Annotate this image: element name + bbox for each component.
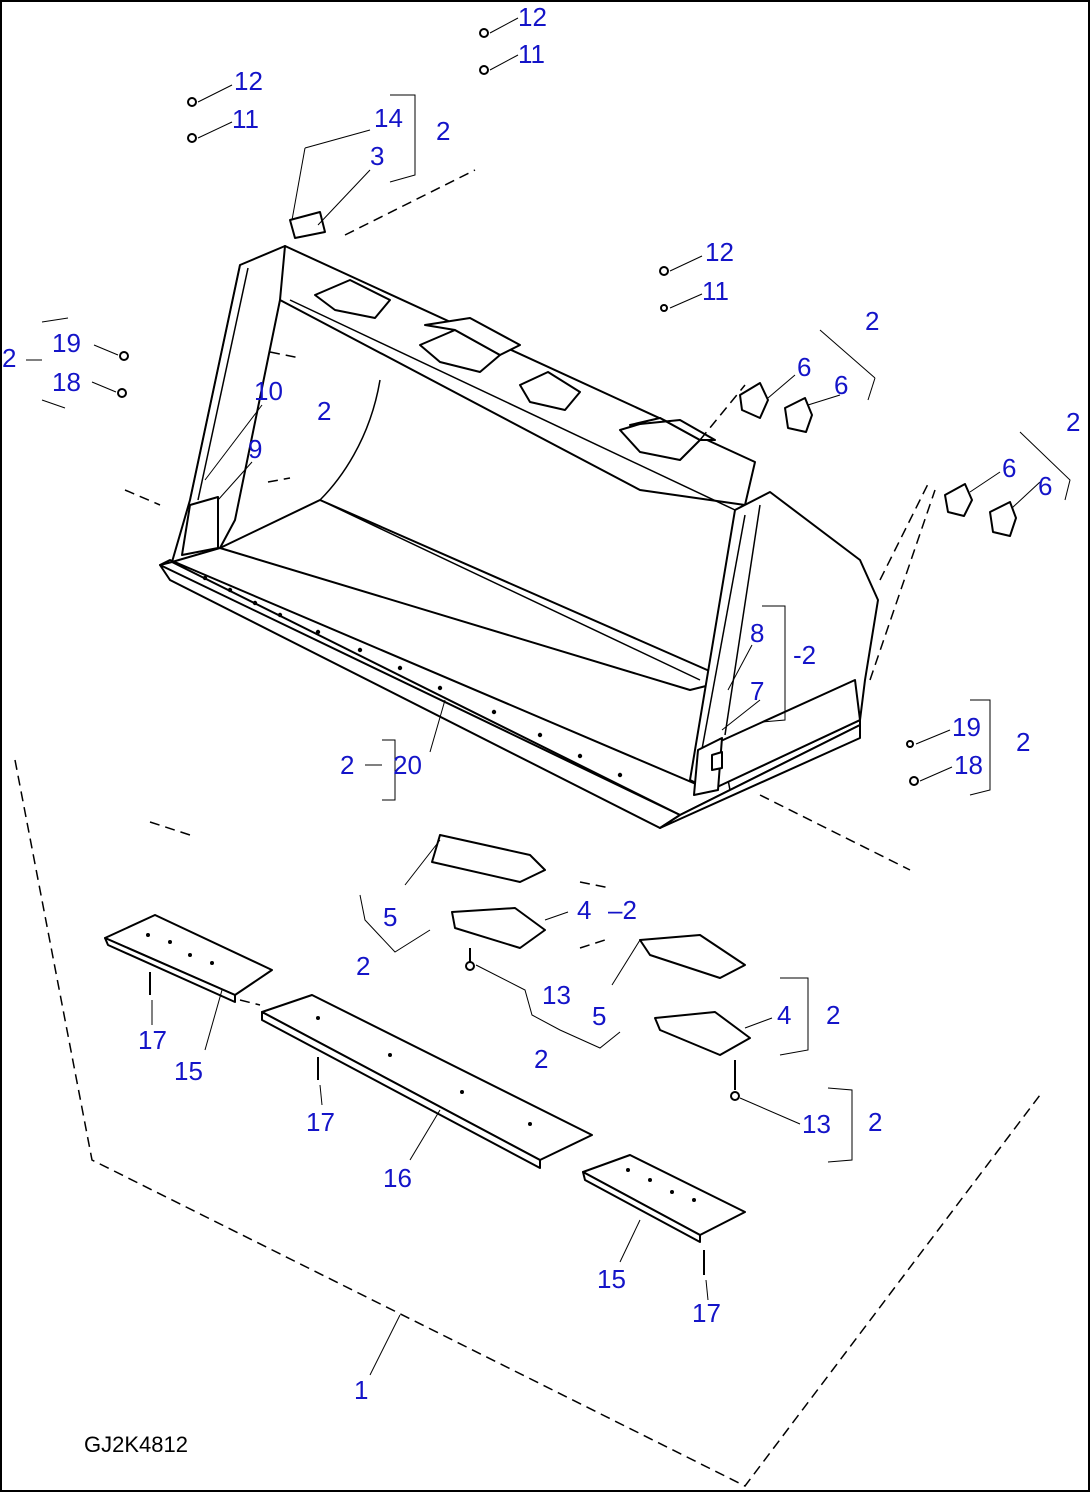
leader-lines bbox=[26, 17, 1071, 1376]
callout-11-left: 11 bbox=[232, 104, 259, 134]
callout-4-b: 4 bbox=[777, 1000, 791, 1030]
callout-5-b: 5 bbox=[592, 1001, 606, 1031]
callout-2-edge-a: 2 bbox=[865, 306, 879, 336]
callout-12-left: 12 bbox=[234, 66, 263, 96]
drawing-code: GJ2K4812 bbox=[84, 1432, 188, 1457]
callout-19-left: 19 bbox=[52, 328, 81, 358]
callout-20: 20 bbox=[393, 750, 422, 780]
callout-2-wear-e: 2 bbox=[868, 1107, 882, 1137]
callout-13-b: 13 bbox=[802, 1109, 831, 1139]
callout-9: 9 bbox=[248, 434, 262, 464]
callout-2-bucket: 2 bbox=[317, 396, 331, 426]
callout-1: 1 bbox=[354, 1375, 368, 1405]
callout-6-d: 6 bbox=[1038, 471, 1052, 501]
callout-16: 16 bbox=[383, 1163, 412, 1193]
callout-6-a: 6 bbox=[797, 352, 811, 382]
callout-10: 10 bbox=[254, 376, 283, 406]
callout-4-a: 4 bbox=[577, 895, 591, 925]
callout-6-b: 6 bbox=[834, 370, 848, 400]
bucket bbox=[159, 245, 879, 829]
callout-17-a: 17 bbox=[138, 1025, 167, 1055]
callout-labels: 12 11 12 11 14 3 2 12 11 2 19 18 10 2 9 … bbox=[2, 2, 1080, 1405]
wear-pads bbox=[431, 834, 751, 1101]
callout-2-right: 2 bbox=[1016, 727, 1030, 757]
callout-6-c: 6 bbox=[1002, 453, 1016, 483]
callout-18-left: 18 bbox=[52, 367, 81, 397]
callout-13-a: 13 bbox=[542, 980, 571, 1010]
callout-8: 8 bbox=[750, 618, 764, 648]
edge-plates bbox=[104, 914, 746, 1275]
callout-2-side: -2 bbox=[793, 640, 816, 670]
callout-18-right: 18 bbox=[954, 750, 983, 780]
callout-2-wear-c: 2 bbox=[534, 1044, 548, 1074]
callout-2-left: 2 bbox=[2, 343, 16, 373]
callout-14: 14 bbox=[374, 103, 403, 133]
construction-lines bbox=[14, 169, 1041, 1487]
callout-12-top: 12 bbox=[518, 2, 547, 32]
callout-17-c: 17 bbox=[692, 1298, 721, 1328]
callout-15-a: 15 bbox=[174, 1056, 203, 1086]
callout-7: 7 bbox=[750, 676, 764, 706]
callout-2-wear-a: 2 bbox=[356, 951, 370, 981]
callout-2-bracket-14: 2 bbox=[436, 116, 450, 146]
callout-17-b: 17 bbox=[306, 1107, 335, 1137]
callout-11-mid: 11 bbox=[702, 276, 729, 306]
callout-2-edge-b: 2 bbox=[1066, 407, 1080, 437]
callout-2-wear-d: 2 bbox=[826, 1000, 840, 1030]
callout-3: 3 bbox=[370, 141, 384, 171]
hardware bbox=[117, 28, 1017, 786]
callout-5-a: 5 bbox=[383, 902, 397, 932]
callout-19-right: 19 bbox=[952, 712, 981, 742]
callout-2-wear-b: –2 bbox=[608, 895, 637, 925]
callout-15-b: 15 bbox=[597, 1264, 626, 1294]
callout-12-mid: 12 bbox=[705, 237, 734, 267]
callout-11-top: 11 bbox=[518, 39, 545, 69]
callout-2-cutting-edge: 2 bbox=[340, 750, 354, 780]
